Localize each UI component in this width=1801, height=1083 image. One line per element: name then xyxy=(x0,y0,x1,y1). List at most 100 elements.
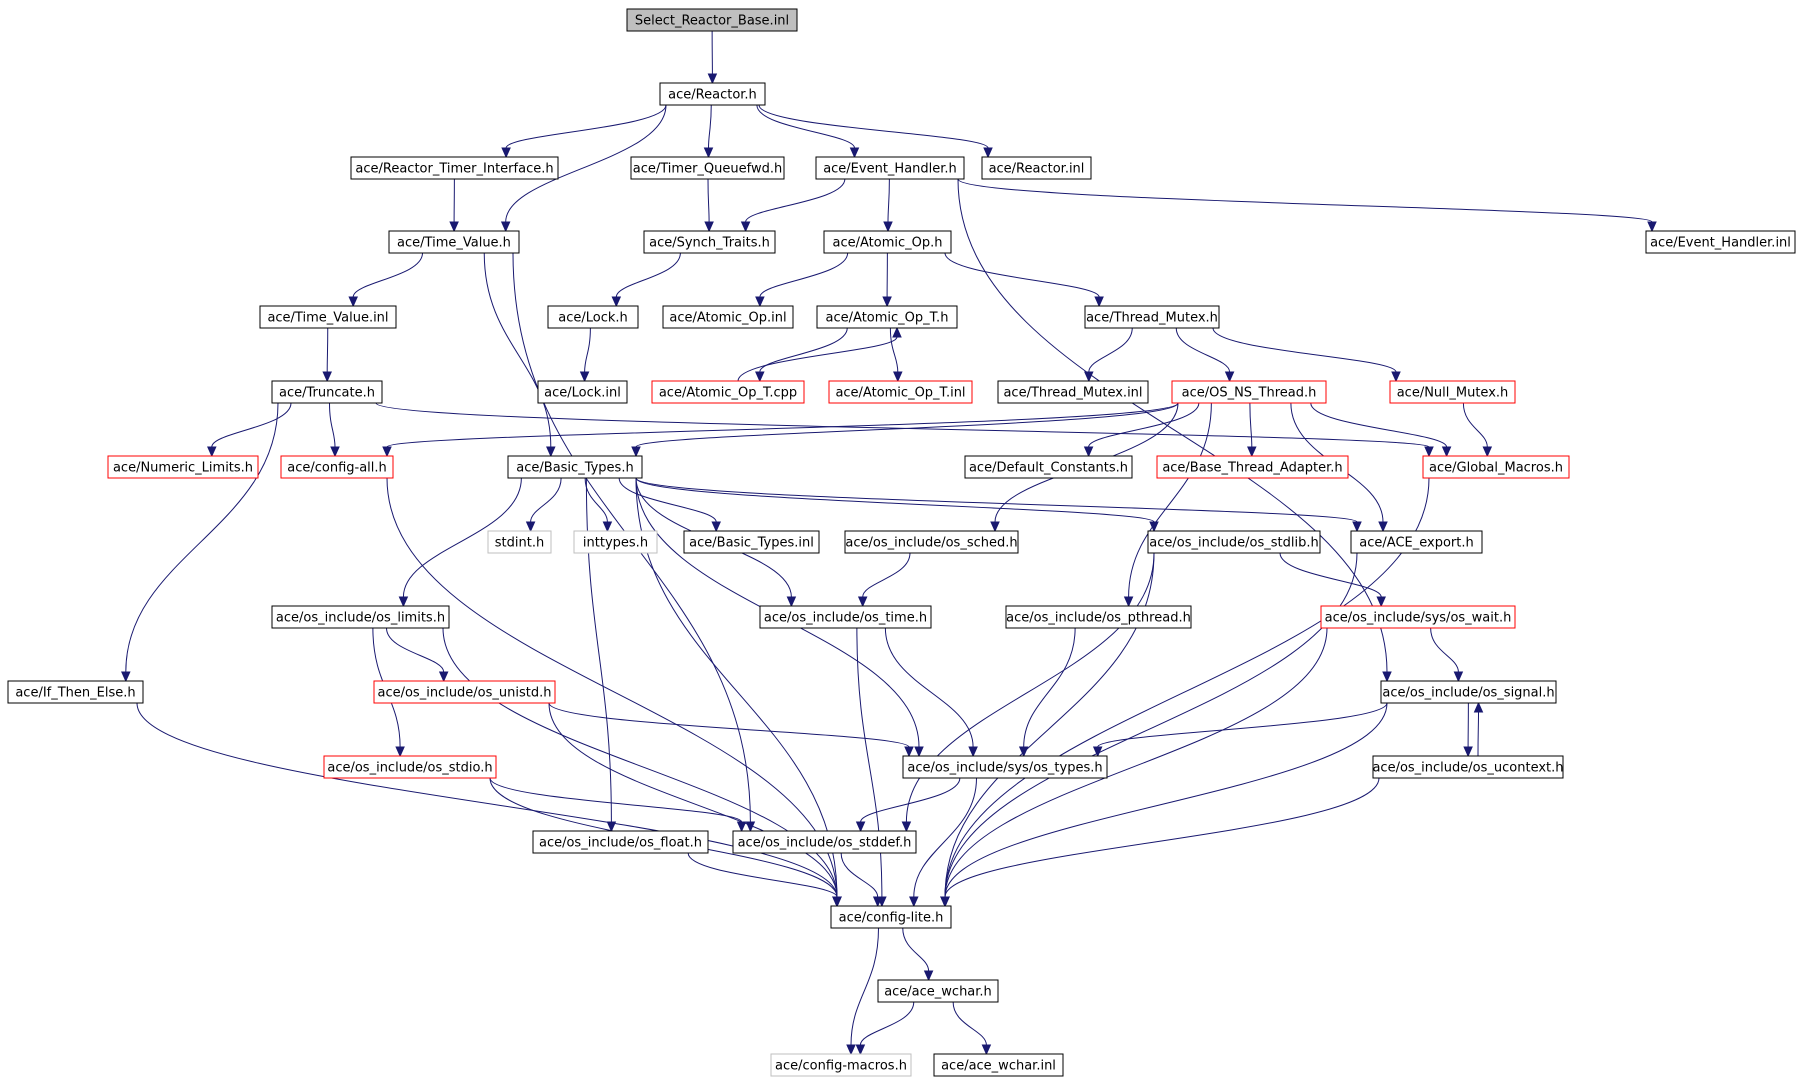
edge-ucontext-h-to-signal-h xyxy=(1473,701,1484,757)
edge-line xyxy=(759,252,849,298)
graph-node-ucontext-h[interactable]: ace/os_include/os_ucontext.h xyxy=(1372,755,1564,779)
graph-node-types-h[interactable]: ace/os_include/sys/os_types.h xyxy=(902,755,1108,779)
edge-arrowhead xyxy=(611,296,622,308)
edge-arrowhead xyxy=(525,521,536,533)
graph-node-lock-inl[interactable]: ace/Lock.inl xyxy=(537,380,628,404)
node-label: ace/Atomic_Op_T.h xyxy=(826,311,949,326)
node-label: ace/Thread_Mutex.inl xyxy=(1003,386,1142,401)
graph-node-bt-inl[interactable]: ace/Basic_Types.inl xyxy=(683,530,820,554)
graph-node-wchar-inl[interactable]: ace/ace_wchar.inl xyxy=(933,1053,1064,1077)
edge-arrowhead xyxy=(1647,221,1657,233)
graph-node-cl-h[interactable]: ace/config-lite.h xyxy=(830,905,952,929)
graph-node-aot-h[interactable]: ace/Atomic_Op_T.h xyxy=(816,305,958,329)
node-label: ace/ace_wchar.h xyxy=(884,985,992,1000)
graph-node-export-h[interactable]: ace/ACE_export.h xyxy=(1350,530,1483,554)
graph-node-aot-cpp[interactable]: ace/Atomic_Op_T.cpp xyxy=(651,380,805,404)
edge-arrowhead xyxy=(1247,446,1257,458)
edge-trunc-h-to-gm-h xyxy=(375,402,1434,458)
node-box xyxy=(828,380,973,404)
edge-line xyxy=(1462,402,1488,448)
graph-node-reactor-inl[interactable]: ace/Reactor.inl xyxy=(981,156,1092,180)
graph-node-sched-h[interactable]: ace/os_include/os_sched.h xyxy=(844,530,1019,554)
graph-node-nm-h[interactable]: ace/Null_Mutex.h xyxy=(1389,380,1516,404)
graph-node-lock-h[interactable]: ace/Lock.h xyxy=(547,305,639,329)
graph-node-ca-h[interactable]: ace/config-all.h xyxy=(280,455,394,479)
node-box xyxy=(271,605,450,629)
node-label: ace/Atomic_Op.h xyxy=(833,236,943,251)
graph-node-dc-h[interactable]: ace/Default_Constants.h xyxy=(964,455,1133,479)
node-label: ace/config-lite.h xyxy=(839,911,944,926)
graph-node-stdlib-h[interactable]: ace/os_include/os_stdlib.h xyxy=(1147,530,1321,554)
graph-node-bt-h[interactable]: ace/Basic_Types.h xyxy=(507,455,643,479)
edge-arrowhead xyxy=(1084,371,1094,383)
graph-node-nl-h[interactable]: ace/Numeric_Limits.h xyxy=(107,455,259,479)
edge-line xyxy=(687,852,838,898)
node-box xyxy=(537,380,628,404)
graph-node-unistd-h[interactable]: ace/os_include/os_unistd.h xyxy=(373,680,556,704)
graph-node-inttypes-h[interactable]: inttypes.h xyxy=(573,530,658,554)
graph-node-root[interactable]: Select_Reactor_Base.inl xyxy=(626,8,798,32)
graph-node-stdio-h[interactable]: ace/os_include/os_stdio.h xyxy=(323,755,497,779)
graph-node-st-h[interactable]: ace/Synch_Traits.h xyxy=(643,230,776,254)
edge-aot-h-to-aot-inl xyxy=(889,327,903,383)
graph-node-stdint-h[interactable]: stdint.h xyxy=(487,530,552,554)
graph-node-tv-h[interactable]: ace/Time_Value.h xyxy=(388,230,520,254)
graph-node-wchar-h[interactable]: ace/ace_wchar.h xyxy=(877,979,999,1003)
edge-arrowhead xyxy=(707,73,718,85)
edge-trunc-h-to-nl-h xyxy=(207,402,292,458)
graph-node-time-h[interactable]: ace/os_include/os_time.h xyxy=(759,605,932,629)
edge-line xyxy=(386,477,838,898)
graph-node-ite-h[interactable]: ace/If_Then_Else.h xyxy=(7,680,144,704)
edge-arrowhead xyxy=(892,326,902,338)
node-label: ace/os_include/os_time.h xyxy=(764,611,927,626)
graph-node-eh-h[interactable]: ace/Event_Handler.h xyxy=(815,156,965,180)
graph-node-bta-h[interactable]: ace/Base_Thread_Adapter.h xyxy=(1156,455,1349,479)
edge-line xyxy=(442,627,838,898)
edge-osnt-h-to-dc-h xyxy=(1083,402,1200,458)
edge-reactor-h-to-tqf-h xyxy=(703,104,714,159)
edge-line xyxy=(860,777,961,823)
edge-arrowhead xyxy=(1441,446,1452,458)
edge-arrowhead xyxy=(755,296,765,308)
graph-node-limits-h[interactable]: ace/os_include/os_limits.h xyxy=(271,605,450,629)
node-label: ace/os_include/os_stddef.h xyxy=(738,836,912,851)
graph-node-eh-inl[interactable]: ace/Event_Handler.inl xyxy=(1645,230,1796,254)
edge-cl-h-to-wchar-h xyxy=(902,927,934,982)
graph-node-ao-inl[interactable]: ace/Atomic_Op.inl xyxy=(662,305,794,329)
graph-node-tqf-h[interactable]: ace/Timer_Queuefwd.h xyxy=(630,156,785,180)
node-box xyxy=(1005,605,1192,629)
edge-ite-h-to-cl-h xyxy=(136,702,842,908)
graph-node-float-h[interactable]: ace/os_include/os_float.h xyxy=(532,830,709,854)
graph-node-tm-h[interactable]: ace/Thread_Mutex.h xyxy=(1084,305,1220,329)
graph-node-tm-inl[interactable]: ace/Thread_Mutex.inl xyxy=(997,380,1149,404)
graph-node-aot-inl[interactable]: ace/Atomic_Op_T.inl xyxy=(828,380,973,404)
node-box xyxy=(662,305,794,329)
edge-line xyxy=(1023,627,1076,748)
edge-arrowhead xyxy=(909,896,919,908)
edge-arrowhead xyxy=(968,746,978,758)
graph-node-trunc-h[interactable]: ace/Truncate.h xyxy=(271,380,383,404)
graph-node-stddef-h[interactable]: ace/os_include/os_stddef.h xyxy=(732,830,917,854)
edge-wait-h-to-signal-h xyxy=(1430,627,1464,683)
graph-node-ao-h[interactable]: ace/Atomic_Op.h xyxy=(823,230,952,254)
graph-node-osnt-h[interactable]: ace/OS_NS_Thread.h xyxy=(1171,380,1327,404)
edge-bt-h-to-export-h xyxy=(635,477,1362,533)
edge-arrowhead xyxy=(1092,746,1103,758)
graph-node-tv-inl[interactable]: ace/Time_Value.inl xyxy=(259,305,397,329)
node-box xyxy=(933,1053,1064,1077)
graph-node-cm-h[interactable]: ace/config-macros.h xyxy=(770,1053,912,1077)
graph-node-rti-h[interactable]: ace/Reactor_Timer_Interface.h xyxy=(350,156,559,180)
edge-arrowhead xyxy=(398,596,409,608)
node-label: ace/ACE_export.h xyxy=(1359,536,1473,551)
edge-arrowhead xyxy=(1352,521,1362,533)
graph-node-reactor-h[interactable]: ace/Reactor.h xyxy=(659,82,766,106)
edge-ao-h-to-tm-h xyxy=(944,252,1104,308)
edge-line xyxy=(957,178,1388,673)
graph-node-gm-h[interactable]: ace/Global_Macros.h xyxy=(1422,455,1570,479)
edge-tqf-h-to-st-h xyxy=(704,178,714,233)
graph-node-signal-h[interactable]: ace/os_include/os_signal.h xyxy=(1380,680,1557,704)
graph-node-pthread-h[interactable]: ace/os_include/os_pthread.h xyxy=(1005,605,1192,629)
edge-arrowhead xyxy=(1224,371,1235,383)
graph-node-wait-h[interactable]: ace/os_include/sys/os_wait.h xyxy=(1320,605,1516,629)
edge-reactor-h-to-tv-h xyxy=(500,104,667,233)
